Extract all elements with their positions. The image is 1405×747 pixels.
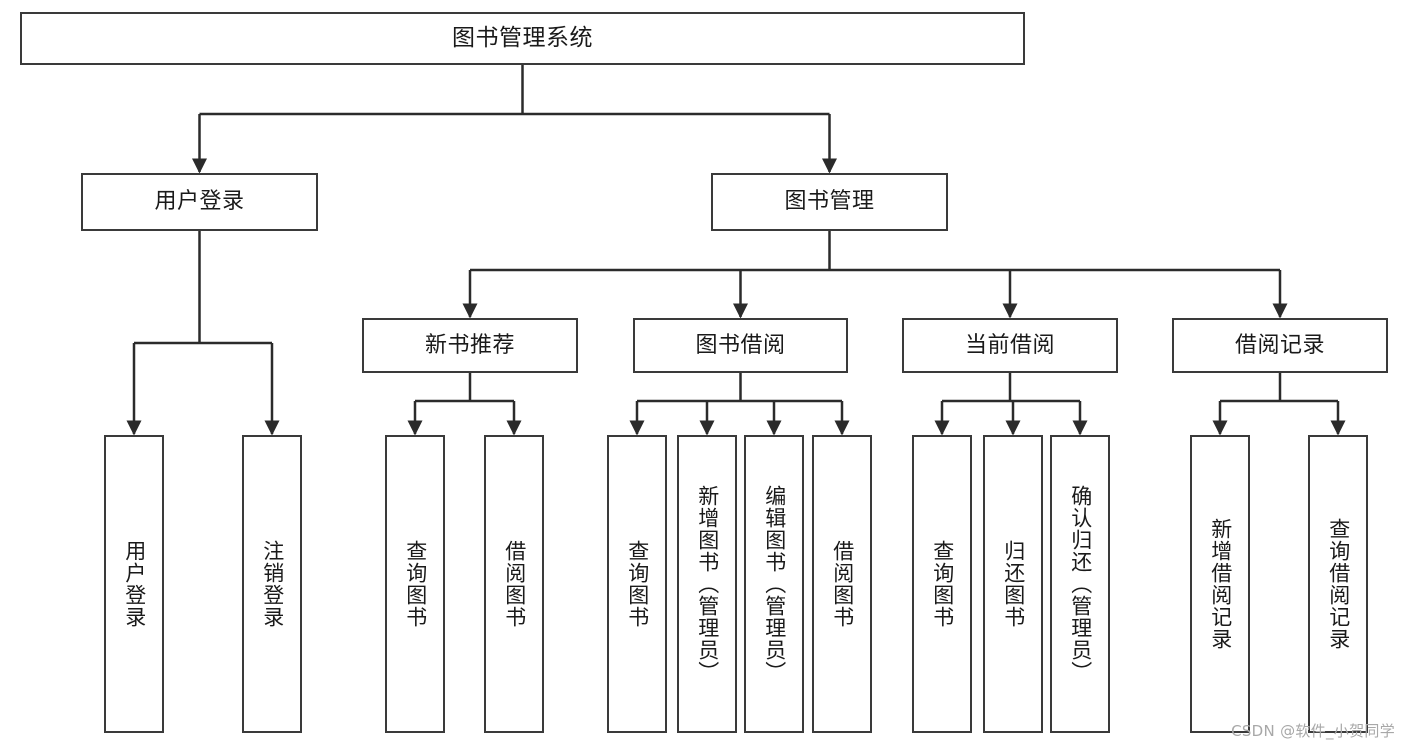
node-label-book-borrow: 图书借阅 [695, 332, 786, 358]
node-label-book-manage: 图书管理 [784, 189, 875, 215]
node-user-login[interactable]: 用户登录 [81, 173, 318, 231]
node-label-leaf-user-login: 用户登录 [122, 540, 147, 628]
node-book-manage[interactable]: 图书管理 [711, 173, 948, 231]
node-label-leaf-logout: 注销登录 [260, 540, 285, 628]
node-leaf-query-book-2[interactable]: 查询图书 [607, 435, 667, 733]
node-leaf-query-book-1[interactable]: 查询图书 [385, 435, 445, 733]
node-label-leaf-add-book: 新增图书（管理员） [695, 485, 720, 683]
node-leaf-add-book[interactable]: 新增图书（管理员） [677, 435, 737, 733]
node-label-leaf-borrow-book-2: 借阅图书 [830, 540, 855, 628]
node-book-borrow[interactable]: 图书借阅 [633, 318, 848, 373]
node-borrow-record[interactable]: 借阅记录 [1172, 318, 1388, 373]
node-root[interactable]: 图书管理系统 [20, 12, 1025, 65]
node-leaf-return-book[interactable]: 归还图书 [983, 435, 1043, 733]
node-leaf-edit-book[interactable]: 编辑图书（管理员） [744, 435, 804, 733]
node-leaf-add-record[interactable]: 新增借阅记录 [1190, 435, 1250, 733]
node-leaf-borrow-book-1[interactable]: 借阅图书 [484, 435, 544, 733]
node-leaf-query-book-3[interactable]: 查询图书 [912, 435, 972, 733]
node-label-leaf-confirm-return: 确认归还（管理员） [1068, 485, 1093, 683]
node-new-book-rec[interactable]: 新书推荐 [362, 318, 578, 373]
node-label-leaf-query-book-1: 查询图书 [403, 540, 428, 628]
node-label-borrow-record: 借阅记录 [1234, 332, 1325, 358]
node-label-leaf-query-book-3: 查询图书 [930, 540, 955, 628]
node-label-user-login: 用户登录 [154, 189, 245, 215]
node-label-new-book-rec: 新书推荐 [424, 332, 515, 358]
node-leaf-borrow-book-2[interactable]: 借阅图书 [812, 435, 872, 733]
node-label-root: 图书管理系统 [452, 25, 593, 52]
node-leaf-query-record[interactable]: 查询借阅记录 [1308, 435, 1368, 733]
node-current-borrow[interactable]: 当前借阅 [902, 318, 1118, 373]
node-leaf-logout[interactable]: 注销登录 [242, 435, 302, 733]
node-label-current-borrow: 当前借阅 [964, 332, 1055, 358]
node-label-leaf-add-record: 新增借阅记录 [1208, 518, 1233, 650]
node-label-leaf-borrow-book-1: 借阅图书 [502, 540, 527, 628]
node-label-leaf-query-record: 查询借阅记录 [1326, 518, 1351, 650]
node-label-leaf-query-book-2: 查询图书 [625, 540, 650, 628]
watermark: CSDN @软件_小贺同学 [1231, 722, 1395, 740]
node-leaf-confirm-return[interactable]: 确认归还（管理员） [1050, 435, 1110, 733]
node-leaf-user-login[interactable]: 用户登录 [104, 435, 164, 733]
node-label-leaf-return-book: 归还图书 [1001, 540, 1026, 628]
node-label-leaf-edit-book: 编辑图书（管理员） [762, 485, 787, 683]
